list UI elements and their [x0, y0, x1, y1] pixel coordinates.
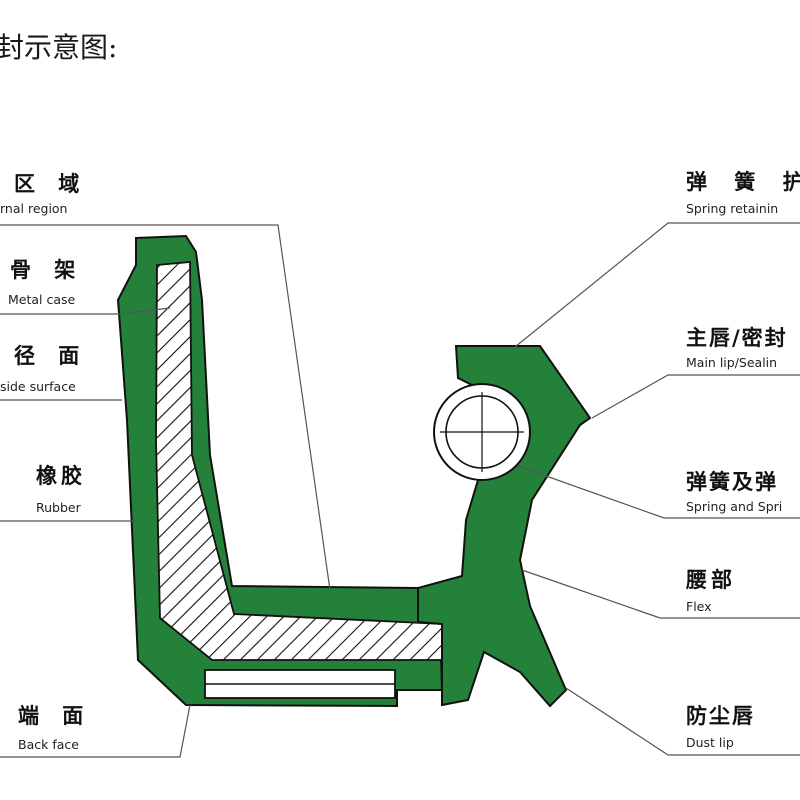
label-flex-cn: 腰部: [686, 568, 736, 592]
label-outside-surface-en: side surface: [0, 379, 76, 394]
label-metal-case-en: Metal case: [8, 292, 76, 307]
label-spring-retainer-cn: 弹 簧 护: [686, 170, 800, 194]
label-flex-en: Flex: [686, 599, 712, 614]
label-spring-en: Spring and Spri: [686, 499, 783, 514]
leader-lines-right: [514, 222, 800, 756]
label-dust-lip-cn: 防尘唇: [686, 704, 755, 728]
label-external-region-cn: 区 域: [14, 172, 88, 196]
diagram-title: 封示意图:: [0, 31, 118, 64]
label-external-region-en: rnal region: [0, 201, 68, 216]
label-rubber-cn: 橡胶: [36, 464, 86, 488]
label-spring-retainer-en: Spring retainin: [686, 201, 779, 216]
label-rubber-en: Rubber: [36, 500, 81, 515]
label-spring-cn: 弹簧及弹: [686, 470, 778, 494]
label-main-lip-cn: 主唇/密封: [686, 326, 788, 350]
label-dust-lip-en: Dust lip: [686, 735, 734, 750]
label-metal-case-cn: 骨 架: [10, 258, 84, 282]
leader-lines-left: [0, 224, 331, 758]
label-back-face-cn: 端 面: [18, 704, 92, 728]
label-outside-surface-cn: 径 面: [14, 344, 88, 368]
label-back-face-en: Back face: [18, 737, 79, 752]
label-main-lip-en: Main lip/Sealin: [686, 355, 778, 370]
